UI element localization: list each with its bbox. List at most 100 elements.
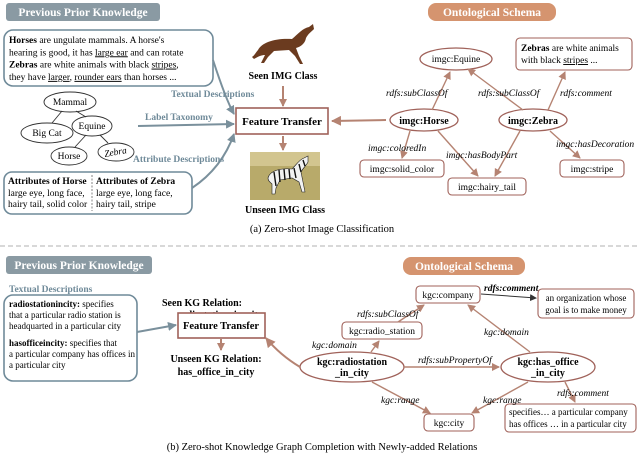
node-solid-color-label: imgc:solid_color xyxy=(370,165,435,175)
onto-header-b-label: Ontological Schema xyxy=(415,261,513,273)
horse-zebra-text: Horses are ungulate mammals. A horse's he… xyxy=(9,36,183,83)
label-taxonomy-tree xyxy=(20,91,135,166)
node-has-office-label-2: _in_city xyxy=(530,368,565,379)
node-imgc-zebra xyxy=(498,108,568,132)
text-run: , xyxy=(70,73,75,83)
text-run: and can rotate xyxy=(128,48,184,58)
horse-photo-icon xyxy=(246,22,320,66)
node-kgc-company xyxy=(415,285,481,304)
unseen-kg-relation-name: has_office_in_city xyxy=(178,367,255,378)
attr-horse-line-2: hairy tail, solid color xyxy=(8,200,88,210)
edge-subproperty: rdfs:subPropertyOf xyxy=(418,355,493,366)
edge-has-body-part: imgc:hasBodyPart xyxy=(446,151,518,161)
text-run: Zebras xyxy=(9,61,38,71)
text-run: larger xyxy=(48,73,71,83)
onto-header-b xyxy=(403,257,525,275)
edge-subclass-b: rdfs:subClassOf xyxy=(357,309,420,320)
edge-comment-bottom-b: rdfs:comment xyxy=(557,388,609,399)
node-kgc-radio-station xyxy=(341,321,423,340)
feature-transfer-label-a: Feature Transfer xyxy=(242,116,322,128)
caption-a: (a) Zero-shot Image Classification xyxy=(250,224,395,235)
attr-zebra-line-1: large eye, long face, xyxy=(96,188,173,199)
text-run: specifies xyxy=(80,299,114,309)
text-run: rounder ears xyxy=(74,73,122,83)
text-run: they have xyxy=(9,73,48,83)
text-run: large ear xyxy=(95,48,129,58)
onto-header-a xyxy=(428,3,556,21)
text-run: radiostationincity: xyxy=(9,299,80,309)
caption-b: (b) Zero-shot Knowledge Graph Completion… xyxy=(167,442,478,453)
tax-mammal: Mammal xyxy=(53,98,88,108)
specifies-box xyxy=(504,403,637,433)
text-run: are ungulate mammals. A horse's xyxy=(37,36,165,46)
prev-knowledge-header-a-label: Previous Prior Knowledge xyxy=(18,7,147,19)
text-run: a particular company has offices in xyxy=(9,349,136,359)
text-run: headquarted in a particular city xyxy=(9,321,121,331)
company-desc-line-1: an organization whose xyxy=(546,293,627,303)
node-radiostation-label-2: _in_city xyxy=(334,368,369,379)
label-textual-descriptions: Textual Descriptions xyxy=(171,90,255,100)
horse-zebra-text-box xyxy=(3,29,214,87)
onto-b-edges xyxy=(370,304,576,414)
node-imgc-horse xyxy=(389,108,459,132)
node-radiostation-label-1: kgc:radiostation xyxy=(317,357,387,368)
tax-zebra: Zebra xyxy=(104,146,128,160)
node-stripe xyxy=(559,159,625,178)
tax-horse: Horse xyxy=(58,152,81,162)
node-kgc-city-label: kgc:city xyxy=(434,419,465,429)
text-run: are white animals xyxy=(550,44,620,54)
text-run: stripes xyxy=(151,61,176,71)
text-run: Horses xyxy=(9,36,37,46)
edge-domain-2: kgc:domain xyxy=(484,328,529,338)
node-has-office-label-1: kgc:has_office xyxy=(517,357,579,368)
edge-range-1: kgc:range xyxy=(381,396,420,406)
text-run: Zebras xyxy=(521,44,550,54)
text-run: hasofficeincity: xyxy=(9,338,68,348)
node-imgc-zebra-label: imgc:Zebra xyxy=(508,116,558,127)
edge-colored-in: imgc:coloredIn xyxy=(368,144,426,154)
feature-transfer-box-b xyxy=(177,312,266,339)
tax-equine: Equine xyxy=(79,122,106,132)
specifies-line-1: specifies… a particular company xyxy=(509,407,628,417)
edge-has-decoration: imgc:hasDecoration xyxy=(556,140,634,150)
seen-img-class: Seen IMG Class xyxy=(249,71,318,82)
text-run: , xyxy=(176,61,178,71)
node-hairy-tail xyxy=(447,177,527,196)
label-attribute-descriptions: Attribute Descriptions xyxy=(133,155,224,165)
text-run: that a particular radio station is xyxy=(9,310,121,320)
node-solid-color xyxy=(359,159,445,178)
text-run: than horses ... xyxy=(122,73,177,83)
prev-knowledge-header-b xyxy=(6,256,152,274)
unseen-img-class: Unseen IMG Class xyxy=(245,205,325,216)
attribute-box xyxy=(3,171,193,215)
node-imgc-equine xyxy=(419,47,493,71)
onto-header-a-label: Ontological Schema xyxy=(443,7,541,19)
text-run: hearing is good, it has xyxy=(9,48,95,58)
edge-range-2: kgc:range xyxy=(483,396,522,406)
feature-transfer-box-a xyxy=(235,107,329,135)
text-run: specifies that xyxy=(68,338,118,348)
attr-horse-title: Attributes of Horse xyxy=(8,177,87,187)
node-imgc-equine-label: imgc:Equine xyxy=(432,55,481,65)
seen-kg-relation-title: Seen KG Relation: xyxy=(162,298,242,309)
textual-descriptions-label-b: Textual Descriptions xyxy=(9,285,93,295)
prev-knowledge-header-b-label: Previous Prior Knowledge xyxy=(14,260,143,272)
company-desc-box xyxy=(537,288,635,319)
text-run: are white animals with black xyxy=(38,61,152,71)
unseen-kg-relation-title: Unseen KG Relation: xyxy=(170,354,261,365)
text-run: a particular city xyxy=(9,360,66,370)
node-kgc-radio-station-label: kgc:radio_station xyxy=(349,327,415,337)
label-label-taxonomy: Label Taxonomy xyxy=(145,113,213,123)
zebra-desc-box xyxy=(515,37,633,71)
tax-bigcat: Big Cat xyxy=(32,129,62,139)
prev-knowledge-header-a xyxy=(6,3,160,21)
attr-zebra-line-2: hairy tail, stripe xyxy=(96,200,156,210)
specifies-line-2: has offices … in a particular city xyxy=(509,419,627,429)
attr-horse-line-1: large eye, long face, xyxy=(8,188,85,199)
feature-transfer-label-b: Feature Transfer xyxy=(183,321,259,332)
edge-comment-top-b: rdfs:comment xyxy=(484,284,539,294)
